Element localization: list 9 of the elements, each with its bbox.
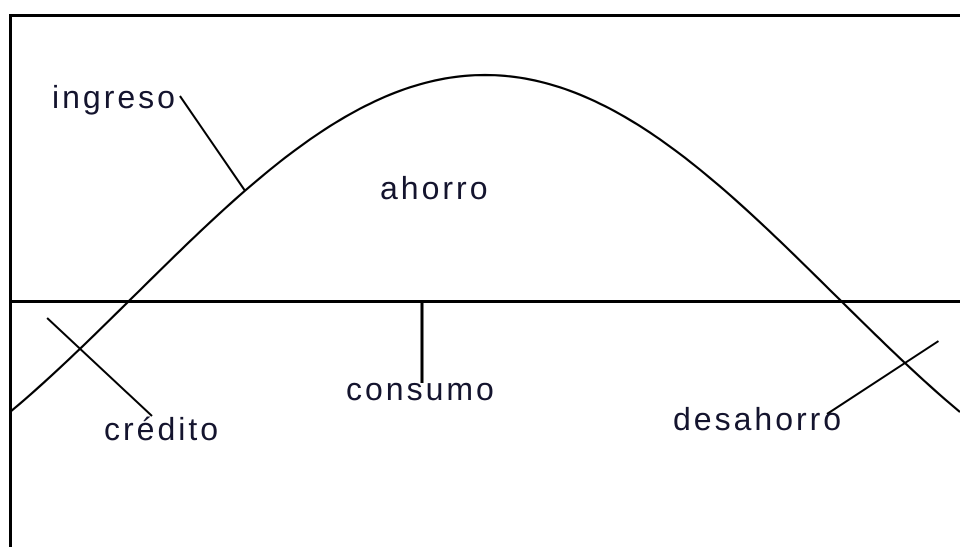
leader-line [826,340,940,415]
curve-label: consumo [346,371,497,407]
region-label: ahorro [380,170,490,206]
curve-label: desahorro [673,401,844,437]
curve-label: ingreso [52,79,178,115]
leader-line [46,317,153,417]
leader-line [179,95,246,192]
leader-line [420,303,424,383]
curve-label: crédito [104,411,222,447]
